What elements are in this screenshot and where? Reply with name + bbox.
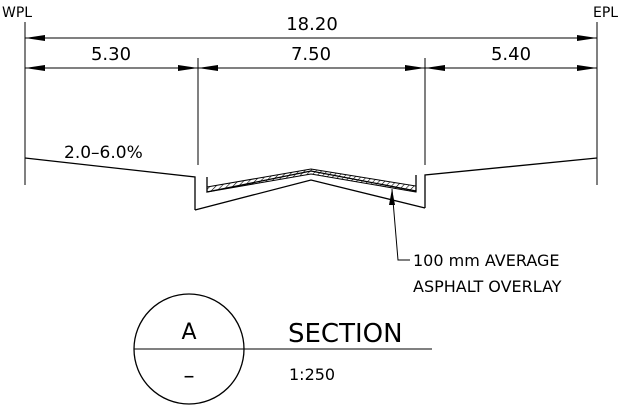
wpl-label: WPL [2,5,32,21]
left-segment-value: 5.30 [91,44,131,65]
slope-label: 2.0–6.0% [64,143,143,163]
section-marker-sheet: – [184,364,195,389]
arrow-icon [198,65,218,71]
arrow-icon [25,65,45,71]
arrow-icon [178,65,198,71]
arrow-icon [577,65,597,71]
callout-leader [391,188,410,261]
section-marker-letter: A [181,320,196,345]
callout-line-2: ASPHALT OVERLAY [413,277,562,296]
asphalt-overlay [206,168,417,193]
section-title: SECTION [288,319,403,349]
arrow-icon [425,65,445,71]
arrow-right-icon [577,35,597,41]
arrow-left-icon [25,35,45,41]
arrow-icon [405,65,425,71]
middle-segment-value: 7.50 [291,44,331,65]
base-outline [194,179,426,211]
left-boulevard-line [24,157,196,210]
right-segment-value: 5.40 [491,44,531,65]
overall-dimension-value: 18.20 [286,14,338,35]
epl-label: EPL [593,5,618,21]
arrow-icon [389,189,395,205]
section-scale: 1:250 [289,365,335,384]
right-boulevard-line [424,157,598,208]
callout-line-1: 100 mm AVERAGE [413,251,560,270]
